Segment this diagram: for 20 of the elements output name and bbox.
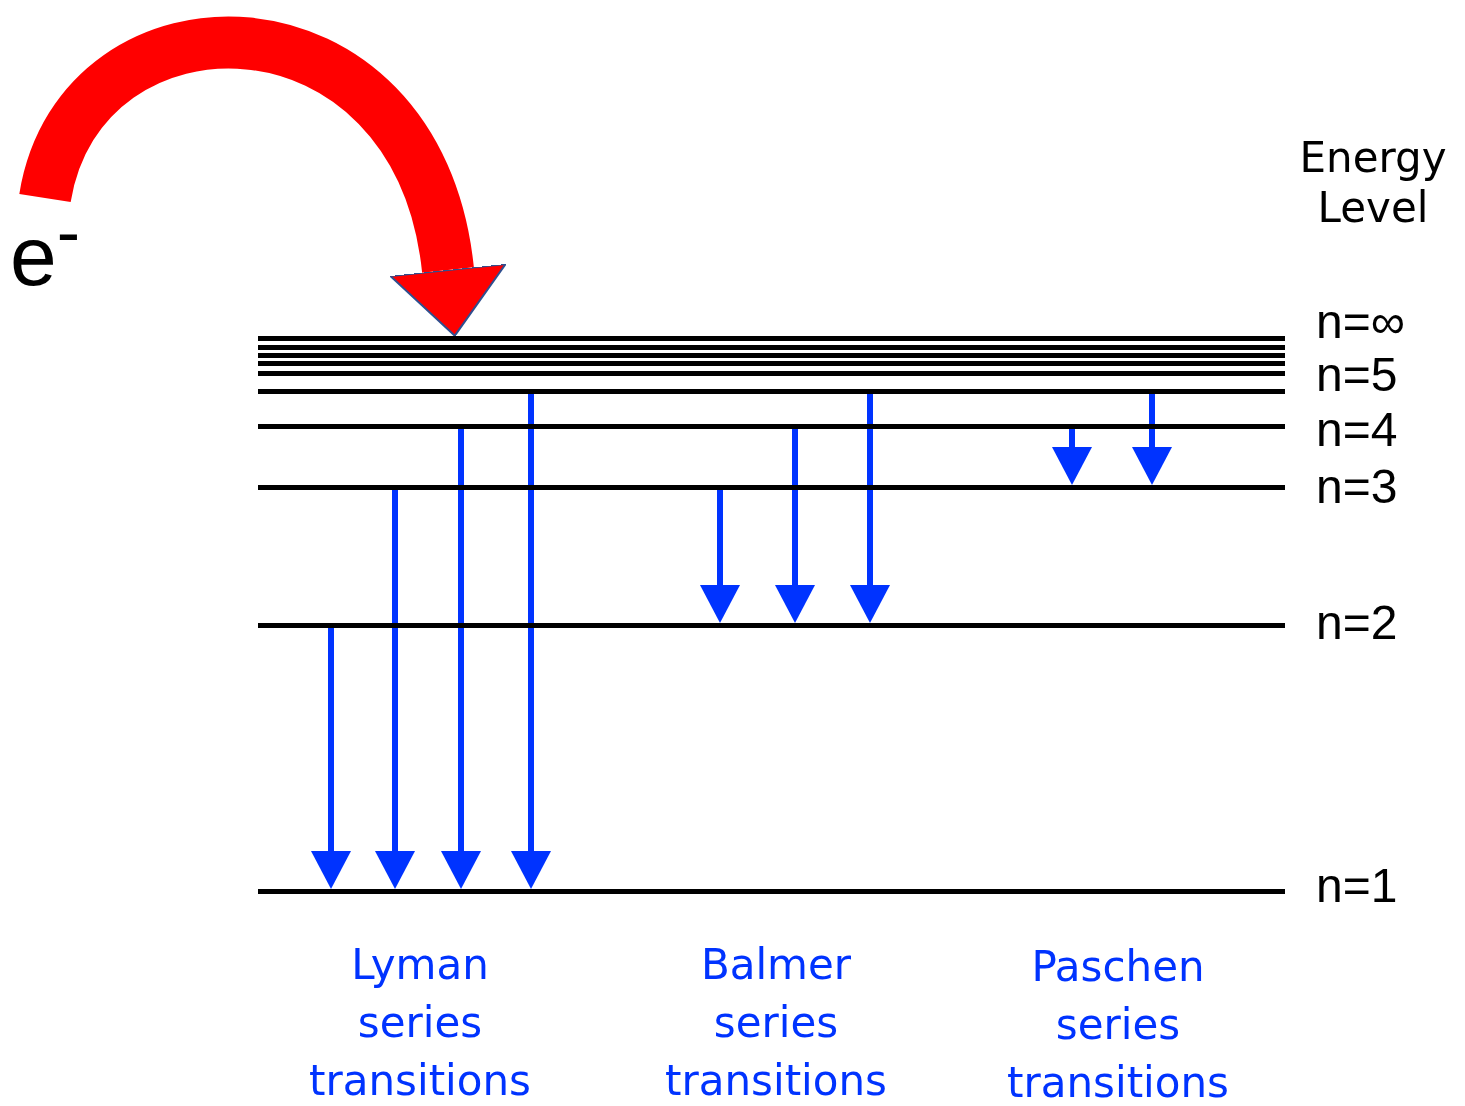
level-label: n=2: [1316, 599, 1398, 647]
transition-arrow: [375, 490, 415, 889]
transition-arrow: [511, 394, 551, 889]
transition-arrow: [311, 628, 351, 889]
axis-title: Energy Level: [1298, 133, 1448, 233]
transition-arrow: [775, 429, 815, 623]
transition-arrow: [1052, 429, 1092, 485]
series-label: Lyman series transitions: [308, 939, 532, 1106]
transition-arrow: [700, 490, 740, 623]
electron-symbol: e$^{-}$: [10, 190, 81, 298]
transition-arrow: [1132, 394, 1172, 485]
transition-arrow: [850, 394, 890, 623]
transition-arrow: [441, 429, 481, 889]
level-label: n=3: [1316, 463, 1398, 511]
level-label: n=5: [1316, 351, 1398, 399]
level-label: n=4: [1316, 406, 1398, 454]
series-label: Balmer series transitions: [664, 939, 888, 1106]
level-label: n=1: [1316, 862, 1398, 910]
series-label: Paschen series transitions: [1006, 941, 1230, 1106]
level-label: n=∞: [1316, 298, 1405, 346]
